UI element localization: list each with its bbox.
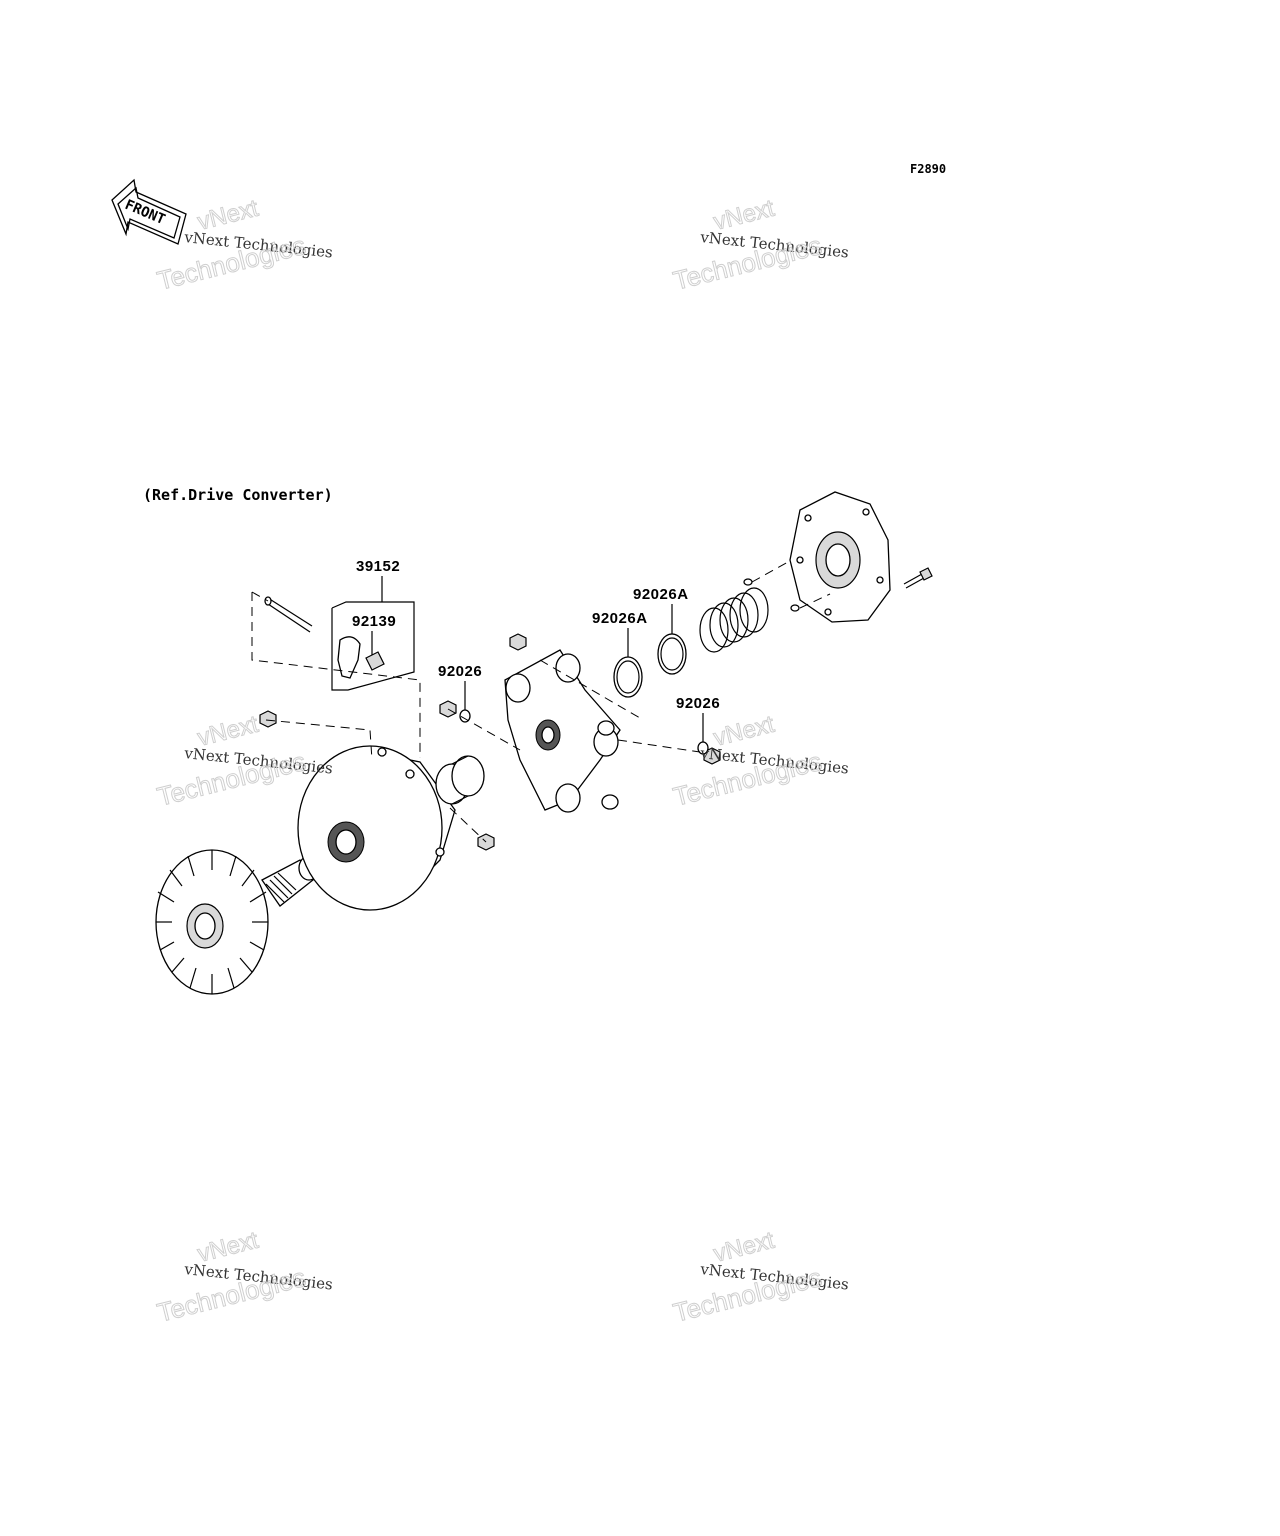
- weight-arm-part: [337, 636, 385, 679]
- watermark: vNext vNext Technologies Technologies: [670, 194, 850, 296]
- svg-text:92026A: 92026A: [592, 610, 648, 627]
- spacer-ring-part: [613, 633, 687, 698]
- svg-text:92026A: 92026A: [633, 586, 689, 603]
- cover-part: [743, 491, 891, 623]
- svg-text:39152: 39152: [356, 558, 400, 575]
- svg-text:92026: 92026: [676, 695, 720, 712]
- svg-text:92026: 92026: [438, 663, 482, 680]
- pin-part: [264, 596, 313, 633]
- watermark: vNext vNext Technologies Technologies: [670, 710, 850, 812]
- callout-92026-left: 92026: [438, 663, 482, 710]
- bolt-part: [903, 567, 933, 589]
- bushing-part: [435, 755, 485, 805]
- figure-code: F2890: [910, 162, 946, 176]
- watermark: vNext vNext Technologies Technologies: [154, 194, 334, 296]
- assembly-lines: [251, 561, 831, 843]
- svg-text:92139: 92139: [352, 613, 396, 630]
- reference-note: (Ref.Drive Converter): [143, 486, 333, 504]
- callout-39152: 39152: [331, 558, 415, 691]
- watermark: vNext vNext Technologies Technologies: [670, 1226, 850, 1328]
- front-arrow-icon: FRONT: [111, 178, 187, 245]
- watermark: vNext vNext Technologies Technologies: [154, 1226, 334, 1328]
- spring-part: [699, 587, 769, 653]
- spider-part: [504, 649, 621, 813]
- callout-92139: 92139: [352, 613, 396, 655]
- callout-92026-right: 92026: [676, 695, 720, 742]
- roller-part: [597, 720, 619, 810]
- fixed-sheave-part: [155, 849, 320, 995]
- callout-92026a-lower: 92026A: [592, 610, 648, 657]
- movable-sheave-part: [297, 745, 456, 911]
- callout-92026a-upper: 92026A: [633, 586, 689, 634]
